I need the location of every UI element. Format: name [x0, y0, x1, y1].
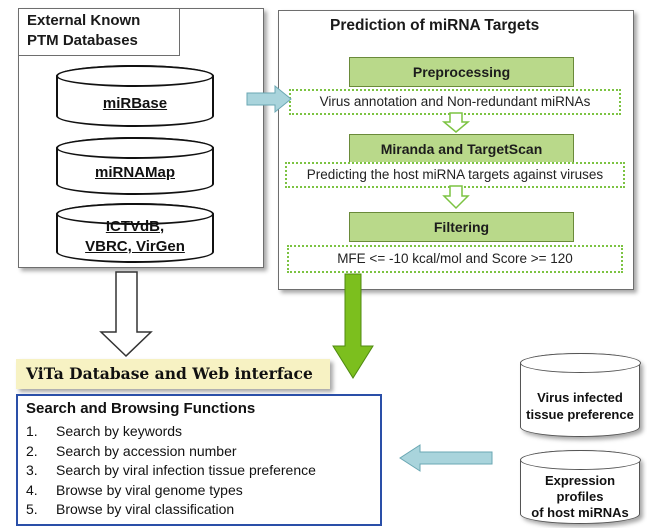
step-arrow-1: [441, 112, 471, 133]
detail-miranda-targetscan: Predicting the host miRNA targets agains…: [285, 162, 625, 188]
tissue-line2: tissue preference: [526, 407, 634, 422]
ptm-panel-title-box: [18, 8, 180, 56]
search-item-text: Search by keywords: [56, 423, 183, 439]
step-arrow-2: [442, 185, 470, 210]
search-functions-heading: Search and Browsing Functions: [26, 400, 256, 417]
detail-filtering: MFE <= -10 kcal/mol and Score >= 120: [287, 245, 623, 273]
search-item-number: 3.: [26, 462, 38, 478]
tissue-preference-database-icon: Virus infected tissue preference: [519, 352, 641, 437]
search-item-number: 5.: [26, 501, 38, 517]
search-item-classification: 5. Browse by viral classification: [26, 501, 234, 517]
green-arrow-to-vita: [332, 273, 374, 379]
search-item-number: 2.: [26, 443, 38, 459]
mirbase-label: miRBase: [102, 95, 168, 112]
mirnamap-database-icon: miRNAMap: [56, 137, 214, 195]
prediction-panel-title: Prediction of miRNA Targets: [330, 17, 540, 34]
expr-line1: Expression: [544, 473, 616, 488]
search-item-text: Search by accession number: [56, 443, 237, 459]
search-item-tissue: 3. Search by viral infection tissue prefe…: [26, 462, 316, 478]
search-item-text: Browse by viral classification: [56, 501, 235, 517]
search-item-number: 1.: [26, 423, 38, 439]
step-miranda-targetscan: Miranda and TargetScan: [349, 134, 574, 164]
search-item-number: 4.: [26, 482, 38, 498]
cyan-arrow-db-to-search: [399, 444, 493, 472]
cyan-arrow-ptm-to-prediction: [246, 84, 292, 114]
tissue-line1: Virus infected: [537, 390, 623, 405]
white-arrow-ptm-to-vita: [99, 271, 153, 358]
ictvdb-database-icon: ICTVdB, VBRC, VirGen: [56, 203, 214, 263]
search-item-genome: 4. Browse by viral genome types: [26, 482, 243, 498]
ictvdb-label: ICTVdB,: [105, 218, 165, 235]
expr-line2: profiles: [556, 489, 604, 504]
step-filtering: Filtering: [349, 212, 574, 242]
mirnamap-label: miRNAMap: [94, 164, 175, 181]
ptm-panel-title-line2: PTM Databases: [27, 32, 138, 49]
search-item-text: Search by viral infection tissue prefere…: [56, 462, 316, 478]
expression-profiles-database-icon: Expression profiles of host miRNAs: [519, 449, 641, 524]
search-item-keywords: 1. Search by keywords: [26, 423, 182, 439]
step-preprocessing: Preprocessing: [349, 57, 574, 87]
search-item-text: Browse by viral genome types: [56, 482, 243, 498]
vita-title-bar: ViTa Database and Web interface: [16, 359, 330, 389]
mirbase-database-icon: miRBase: [56, 65, 214, 127]
search-item-accession: 2. Search by accession number: [26, 443, 237, 459]
search-functions-box: Search and Browsing Functions 1. Search b…: [16, 394, 382, 526]
expr-line3: of host miRNAs: [531, 505, 629, 520]
ptm-panel-title-line1: External Known: [27, 12, 141, 29]
vbrc-virgen-label: VBRC, VirGen: [85, 238, 185, 255]
